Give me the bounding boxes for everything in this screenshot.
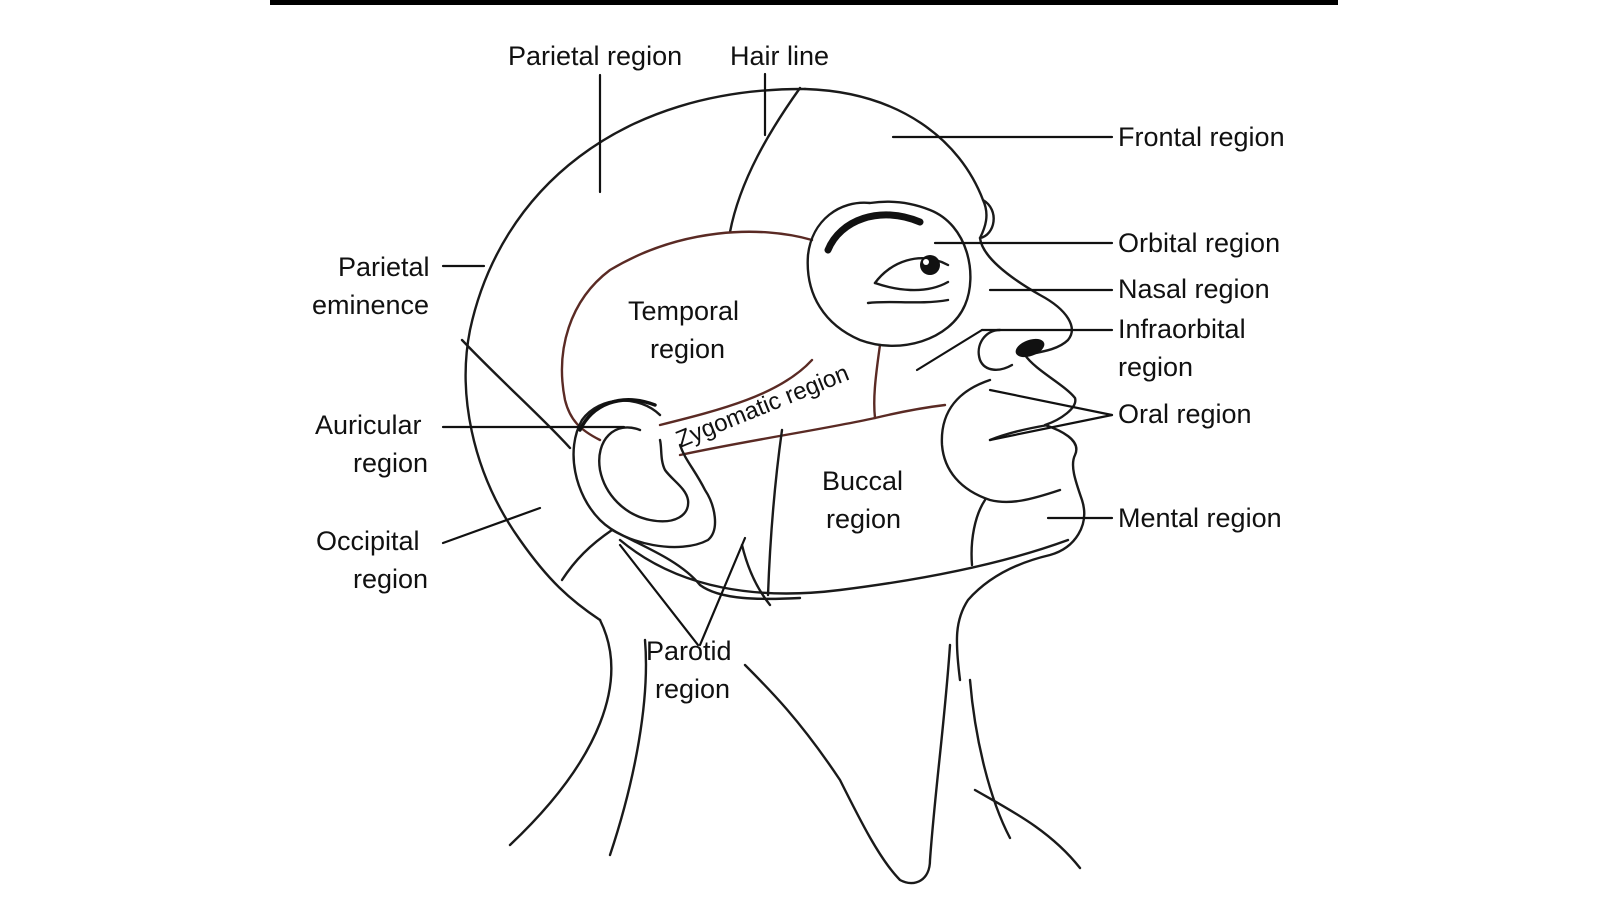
mental-region-border xyxy=(970,498,987,567)
label-buccal-region-2: region xyxy=(826,504,901,534)
eye-highlight xyxy=(923,259,929,265)
ear-inner xyxy=(598,426,690,523)
face-profile-upper xyxy=(803,87,1073,357)
upper-eyelid xyxy=(873,257,950,285)
zygomatic-band-bottom xyxy=(678,403,947,457)
neck-back-inner xyxy=(608,638,648,857)
parotid-border-back xyxy=(560,528,614,582)
jaw-line xyxy=(618,538,1070,595)
face-profile-lower xyxy=(955,353,1086,682)
ear xyxy=(572,398,717,549)
label-orbital-region: Orbital region xyxy=(1118,228,1280,258)
nose-tip xyxy=(977,328,1014,371)
nostril xyxy=(1015,338,1045,358)
hairline-curve xyxy=(728,86,802,234)
neck-tendon-right xyxy=(973,788,1082,870)
label-hair-line: Hair line xyxy=(730,41,829,71)
occipital-border xyxy=(460,338,572,450)
brow-ridge xyxy=(978,198,995,240)
region-borders xyxy=(460,86,1062,607)
label-auricular-region-2: region xyxy=(353,448,428,478)
label-occipital-region-1: Occipital xyxy=(316,526,420,556)
label-buccal-region-1: Buccal xyxy=(822,466,903,496)
infraorbital-border xyxy=(873,343,882,420)
eyebrow xyxy=(824,211,924,254)
skull-back-outline xyxy=(464,87,807,622)
label-nasal-region: Nasal region xyxy=(1118,274,1270,304)
eye-crease xyxy=(866,298,950,305)
ear-outer xyxy=(572,399,717,549)
leader-infraorbital-region xyxy=(915,328,984,372)
label-oral-region: Oral region xyxy=(1118,399,1252,429)
oral-region-border xyxy=(940,378,1062,504)
head-outline xyxy=(464,87,1086,885)
temporal-region-border xyxy=(560,230,814,442)
neck-front-right xyxy=(968,678,1012,840)
top-bar xyxy=(270,0,1338,5)
neck-back xyxy=(508,618,613,847)
neck-front xyxy=(743,643,952,885)
label-mental-region: Mental region xyxy=(1118,503,1282,533)
leader-parotid-region-left xyxy=(618,543,700,647)
label-occipital-region-2: region xyxy=(353,564,428,594)
label-parietal-region: Parietal region xyxy=(508,41,682,71)
leader-oral-region-lower xyxy=(988,413,1114,442)
label-infraorbital-region-2: region xyxy=(1118,352,1193,382)
leader-parotid-region-right xyxy=(698,536,747,647)
leader-occipital-region xyxy=(441,506,542,545)
label-infraorbital-region-1: Infraorbital xyxy=(1118,314,1246,344)
eye-iris xyxy=(920,255,940,275)
parotid-inner-line xyxy=(740,543,772,607)
label-parietal-eminence-1: Parietal xyxy=(338,252,430,282)
leader-oral-region-upper xyxy=(988,388,1114,417)
ear-helix xyxy=(578,398,657,432)
label-auricular-region-1: Auricular xyxy=(315,410,422,440)
label-parietal-eminence-2: eminence xyxy=(312,290,429,320)
orbital-outline xyxy=(806,200,972,347)
label-parotid-region-2: region xyxy=(655,674,730,704)
lower-eyelid xyxy=(873,280,950,292)
buccal-region-border xyxy=(766,428,784,597)
label-frontal-region: Frontal region xyxy=(1118,122,1285,152)
label-parotid-region-1: Parotid xyxy=(646,636,732,666)
label-temporal-region-1: Temporal xyxy=(628,296,739,326)
leader-lines xyxy=(441,72,1114,647)
zygomatic-band-top xyxy=(658,358,814,427)
label-temporal-region-2: region xyxy=(650,334,725,364)
